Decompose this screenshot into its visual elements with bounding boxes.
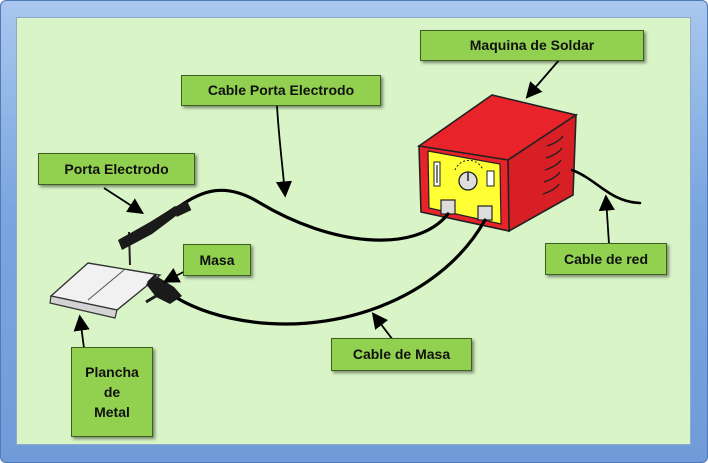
label-plancha-line-3: Metal (94, 404, 130, 421)
welding-machine (416, 94, 578, 233)
metal-plate (49, 262, 162, 319)
label-plancha-line-1: Plancha (85, 363, 139, 380)
ground-clamp (145, 273, 182, 304)
label-cable-de-masa: Cable de Masa (331, 338, 472, 371)
label-masa: Masa (183, 244, 251, 276)
label-plancha-de-metal: Plancha de Metal (71, 347, 153, 437)
leader-arrows (73, 58, 615, 349)
label-cable-porta-electrodo: Cable Porta Electrodo (181, 75, 381, 106)
label-maquina-de-soldar: Maquina de Soldar (420, 30, 644, 61)
electrode-holder (118, 201, 192, 266)
label-cable-de-red: Cable de red (545, 243, 667, 275)
label-plancha-line-2: de (103, 383, 121, 400)
label-porta-electrodo: Porta Electrodo (38, 153, 195, 185)
cables (166, 168, 642, 326)
